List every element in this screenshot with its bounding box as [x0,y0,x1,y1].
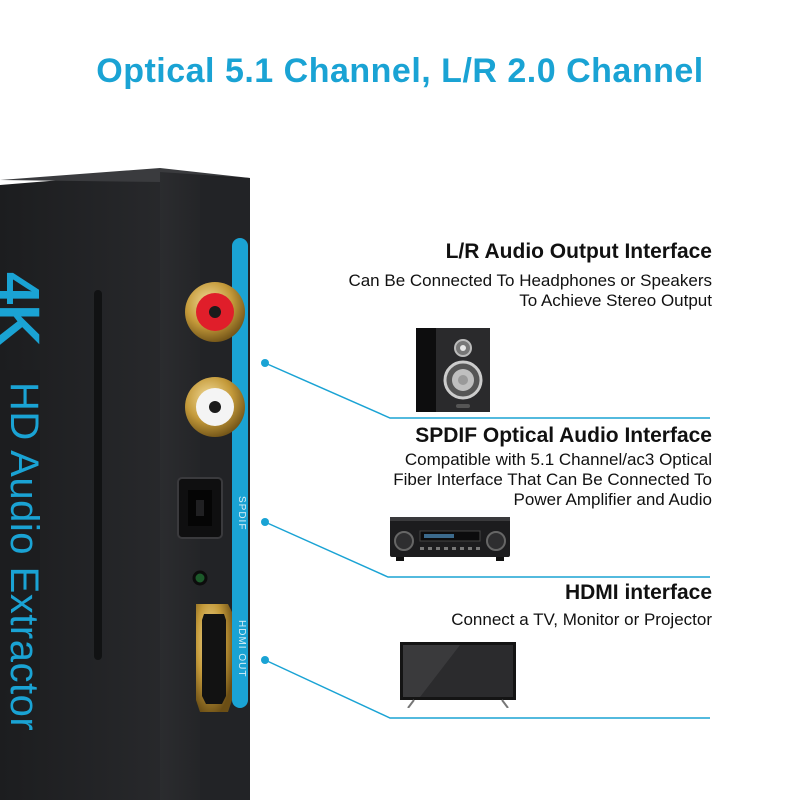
feature-spdif-desc-3: Power Amplifier and Audio [513,490,712,509]
headline: Optical 5.1 Channel, L/R 2.0 Channel [96,52,704,90]
feature-lr-title: L/R Audio Output Interface [445,240,712,263]
rca-red-jack [185,282,245,342]
rca-white-jack [185,377,245,437]
port-label-hdmi: HDMI OUT [236,620,247,678]
feature-hdmi-desc-1: Connect a TV, Monitor or Projector [451,610,712,629]
feature-spdif-desc-2: Fiber Interface That Can Be Connected To [393,470,712,489]
port-accent-bar [232,238,248,708]
bookshelf-speaker-icon [416,328,490,412]
flat-tv-icon [400,642,516,708]
feature-spdif-title: SPDIF Optical Audio Interface [415,424,712,447]
hdmi-out-port [196,604,232,712]
spdif-optical-port [177,477,223,539]
feature-hdmi-title: HDMI interface [564,581,712,604]
port-label-spdif: SPDIF [236,496,247,531]
power-led [192,570,208,586]
feature-lr-desc-1: Can Be Connected To Headphones or Speake… [348,271,712,290]
av-receiver-icon [390,517,510,561]
feature-spdif-desc-1: Compatible with 5.1 Channel/ac3 Optical [404,450,712,469]
feature-lr-desc-2: To Achieve Stereo Output [519,291,712,310]
